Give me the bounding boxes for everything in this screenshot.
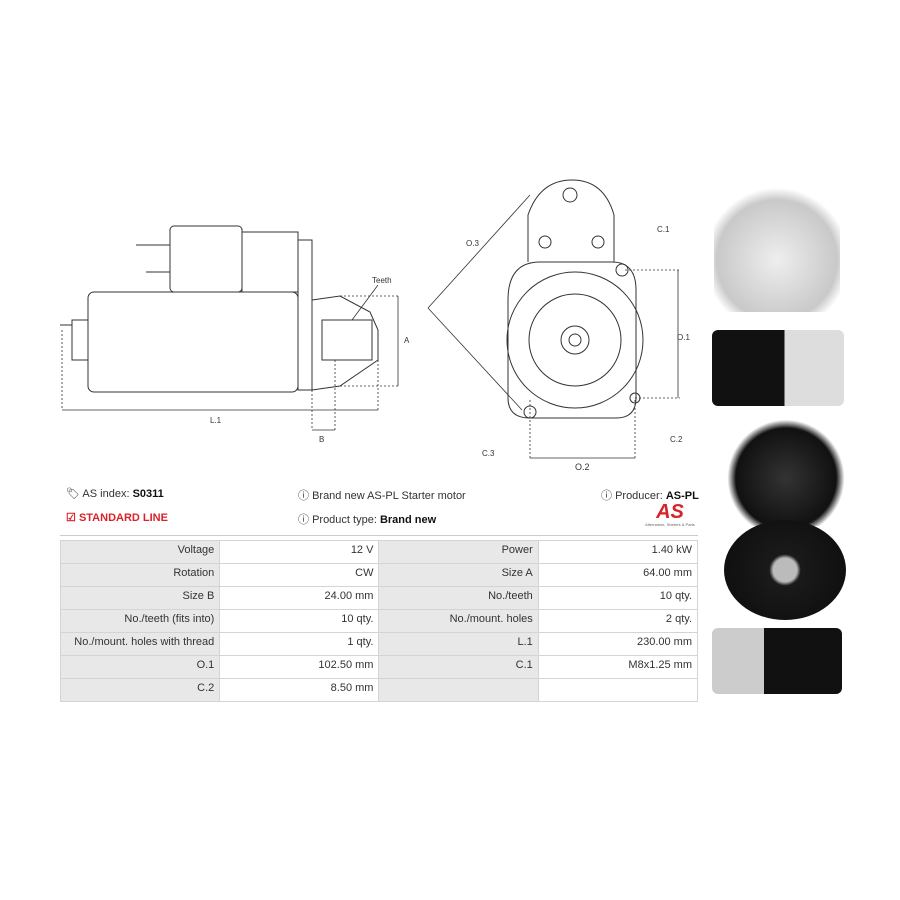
info-icon: ⓘ [601,490,612,502]
checkbox-icon: ☑ [66,512,76,524]
label-teeth: Teeth [372,276,392,285]
label-c1: C.1 [657,225,670,234]
spec-label: O.1 [59,655,221,679]
info-icon: ⓘ [298,490,309,502]
photo-front [714,182,840,312]
spec-value: 1 qty. [219,632,380,656]
spec-label: Power [378,540,539,564]
spec-label: Rotation [59,563,221,587]
spec-value: 1.40 kW [537,540,699,564]
spec-value: CW [219,563,380,587]
spec-value: 64.00 mm [537,563,699,587]
as-index: 🏷 AS index: S0311 [66,488,164,500]
photo-rear [724,520,846,620]
photo-terminal [726,420,846,526]
spec-value: 24.00 mm [219,586,380,610]
divider [60,535,698,536]
spec-label: C.2 [59,678,221,702]
spec-value: 102.50 mm [219,655,380,679]
spec-label: No./mount. holes with thread [59,632,221,656]
label-o1: O.1 [677,333,690,342]
spec-value [537,678,699,702]
side-view [60,225,379,393]
spec-label: No./teeth [378,586,539,610]
spec-label: Size B [59,586,221,610]
spec-label: No./mount. holes [378,609,539,633]
spec-value: 10 qty. [537,586,699,610]
front-view [506,179,644,419]
tag-icon: 🏷 [66,488,80,500]
label-c3: C.3 [482,449,495,458]
spec-label [378,678,539,702]
label-a: A [404,336,410,345]
label-b: B [319,435,324,444]
as-logo: AS Alternators, Starters & Parts [645,501,695,527]
label-c2: C.2 [670,435,683,444]
spec-value: 12 V [219,540,380,564]
product-type: ⓘ Product type: Brand new [298,514,437,526]
spec-value: 230.00 mm [537,632,699,656]
photo-side [712,330,844,406]
spec-value: M8x1.25 mm [537,655,699,679]
spec-value: 2 qty. [537,609,699,633]
spec-value: 8.50 mm [219,678,380,702]
description: ⓘ Brand new AS-PL Starter motor [298,490,466,502]
label-l1: L.1 [210,416,222,425]
spec-value: 10 qty. [219,609,380,633]
standard-line: ☑ STANDARD LINE [66,512,168,524]
photo-side-2 [712,628,842,694]
label-o3: O.3 [466,239,479,248]
label-o2: O.2 [575,462,590,472]
spec-label: Voltage [59,540,221,564]
spec-label: No./teeth (fits into) [59,609,221,633]
spec-label: Size A [378,563,539,587]
spec-label: L.1 [378,632,539,656]
info-icon: ⓘ [298,514,309,526]
producer: ⓘ Producer: AS-PL [601,490,699,502]
table-row: No./teeth (fits into)10 qty.No./mount. h… [59,609,699,633]
spec-label: C.1 [378,655,539,679]
technical-drawing: Teeth A B L.1 O.1 O.2 O.3 C.1 C.2 C.3 [60,179,690,472]
